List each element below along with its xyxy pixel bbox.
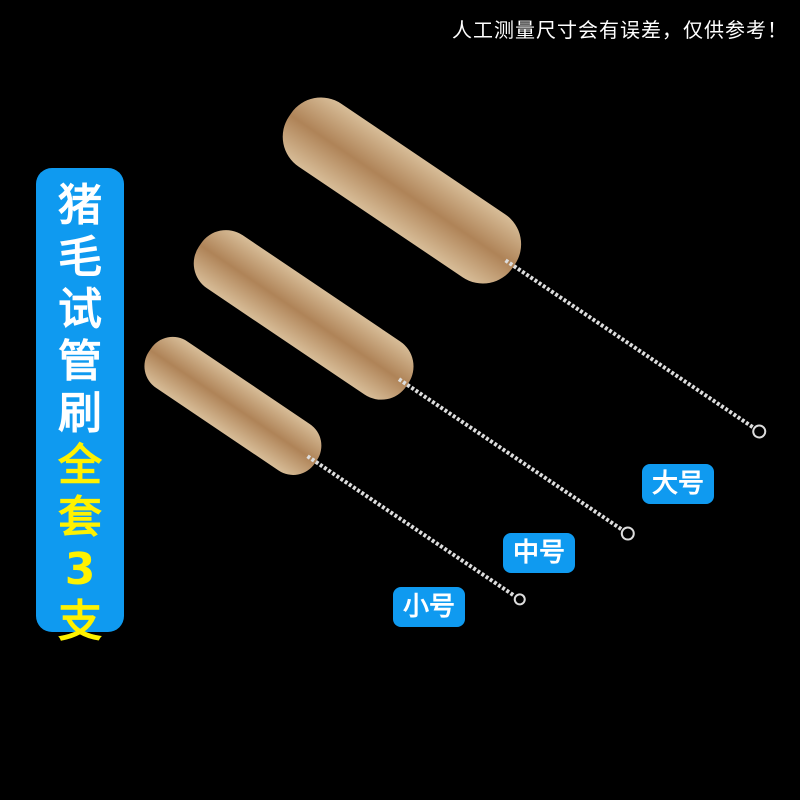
subtitle-char: 3	[64, 544, 96, 595]
title-char: 试	[58, 284, 102, 335]
subtitle-char: 全	[58, 440, 102, 491]
disclaimer-text: 人工测量尺寸会有误差，仅供参考！	[452, 18, 788, 42]
title-char: 猪	[58, 180, 102, 231]
label-medium: 中号	[503, 533, 576, 573]
large-brush	[282, 97, 767, 439]
label-small: 小号	[393, 587, 466, 627]
product-title-panel: 猪 毛 试 管 刷 全 套 3 支	[36, 168, 124, 647]
title-char: 管	[58, 336, 102, 387]
small-brush	[144, 336, 526, 606]
title-char: 刷	[58, 388, 102, 439]
subtitle-char: 套	[58, 492, 102, 543]
label-large: 大号	[642, 464, 715, 504]
title-char: 毛	[58, 232, 102, 283]
subtitle-char: 支	[58, 596, 102, 647]
